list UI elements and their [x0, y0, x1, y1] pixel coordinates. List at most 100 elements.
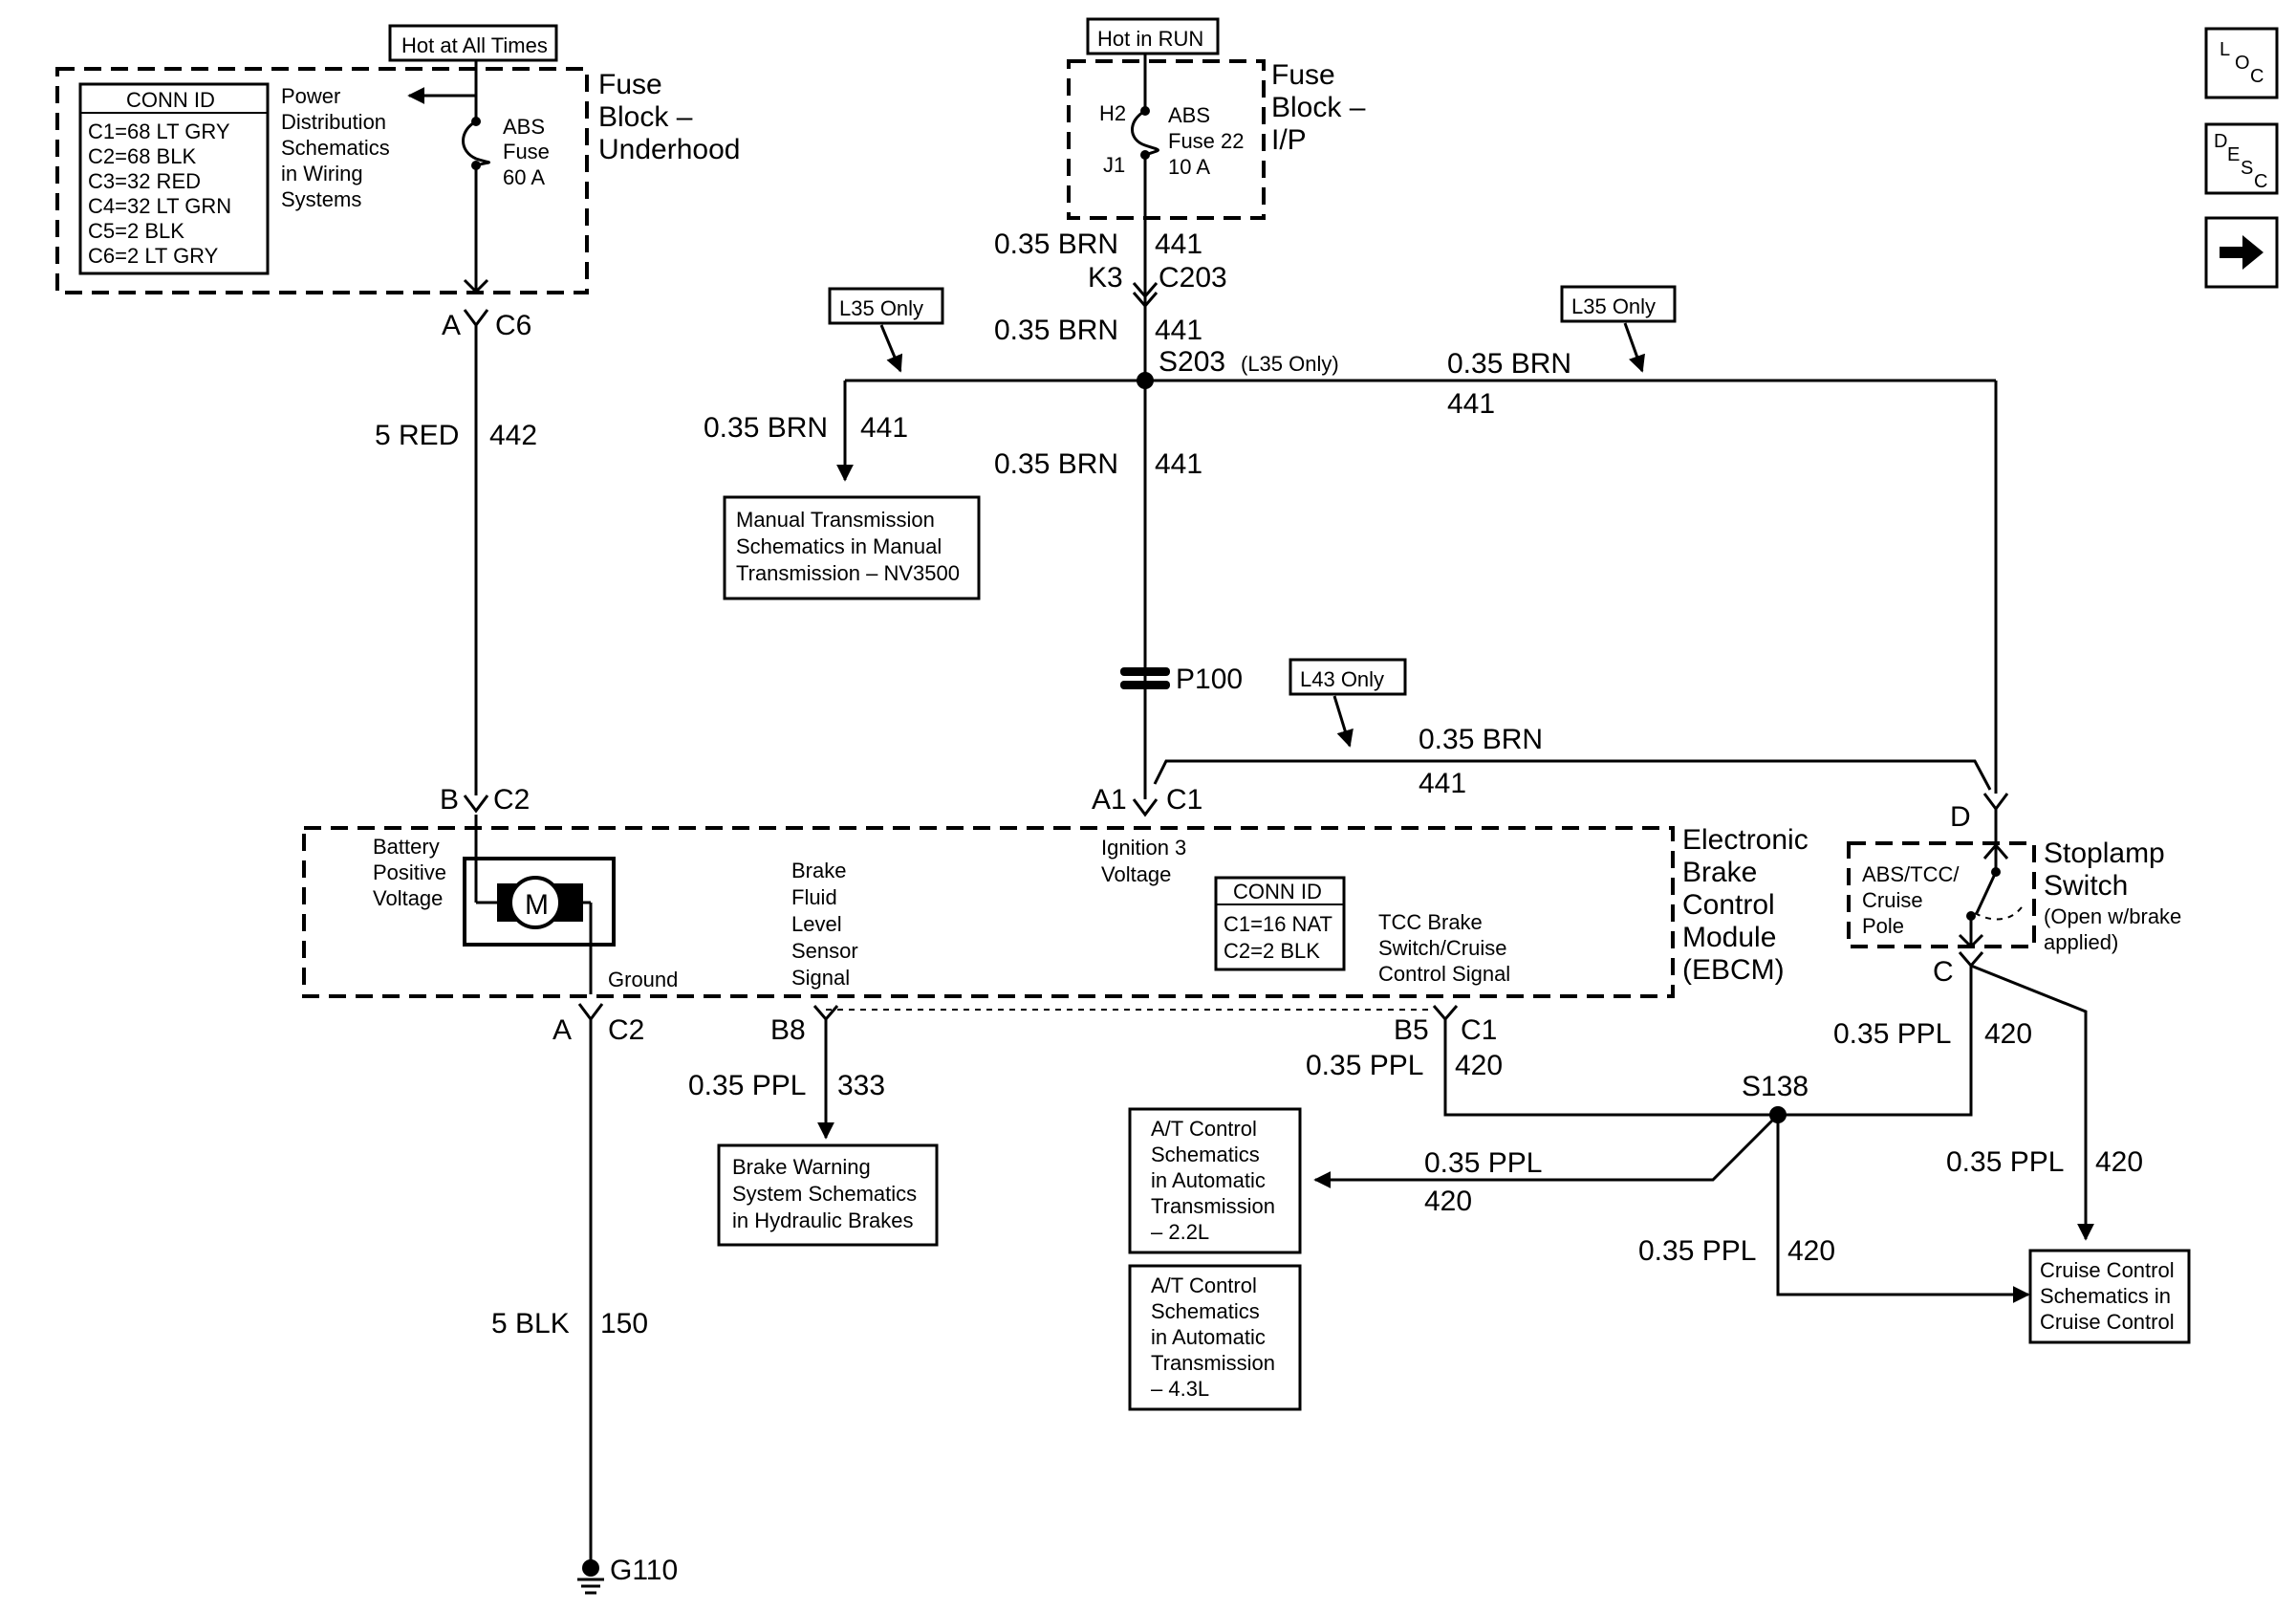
motor-icon	[509, 876, 562, 929]
connector-p100: P100	[1120, 664, 1243, 695]
wire-420-main	[1443, 966, 1973, 1117]
stoplamp-note1: (Open w/brake	[2044, 904, 2181, 928]
ebcm-a-conn: C2	[608, 1014, 644, 1046]
next-button[interactable]	[2204, 216, 2279, 289]
brake-warning-line2: System Schematics	[732, 1182, 917, 1206]
ebcm-a-pin: A	[552, 1014, 572, 1046]
wire-442-circuit: 442	[489, 420, 537, 451]
ebcm-conn-id-c2: C2=2 BLK	[1224, 939, 1320, 963]
connector-a-c2: A C2	[552, 1003, 644, 1046]
manual-trans-line2: Schematics in Manual	[736, 534, 942, 558]
wire-333-gauge: 0.35 PPL	[688, 1070, 806, 1101]
fuse-block-ip-title1: Fuse	[1271, 59, 1335, 91]
tcc-line3: Control Signal	[1378, 962, 1510, 986]
battery-label3: Voltage	[373, 886, 443, 910]
brake-warning-line1: Brake Warning	[732, 1155, 871, 1179]
ebcm-conn-id-table	[1214, 876, 1346, 971]
loc-c: C	[2250, 66, 2264, 87]
ebcm-title3: Control	[1682, 889, 1775, 921]
at22-line4: Transmission	[1151, 1194, 1275, 1218]
wire-150-gauge: 5 BLK	[491, 1308, 570, 1339]
battery-label1: Battery	[373, 835, 440, 859]
l35-right-label: L35 Only	[1571, 294, 1656, 318]
b5-pin: B5	[1394, 1014, 1429, 1046]
wire-441-a-gauge: 0.35 BRN	[994, 229, 1118, 260]
ref-at-43l[interactable]: A/T Control Schematics in Automatic Tran…	[1128, 1264, 1302, 1411]
l35-left-label: L35 Only	[839, 296, 923, 320]
wire-420-at	[1313, 1113, 1780, 1188]
c6-pin: A	[442, 310, 461, 341]
stoplamp-switch: D ABS/TCC/ Cruise Pole Stoplamp Switch (…	[1847, 793, 2181, 988]
hot-in-run-tag	[1086, 17, 1220, 55]
wire-420-s138-gauge: 0.35 PPL	[1638, 1235, 1756, 1267]
desc-e: E	[2227, 144, 2240, 165]
ebcm-a1-pin: A1	[1092, 784, 1127, 816]
ref-brake-warning[interactable]: Brake Warning System Schematics in Hydra…	[717, 1143, 939, 1247]
s138-label: S138	[1742, 1071, 1809, 1102]
ref-at-22l[interactable]: A/T Control Schematics in Automatic Tran…	[1128, 1107, 1302, 1254]
desc-button[interactable]: D E S C	[2204, 122, 2279, 195]
fuse-block-underhood-outline	[55, 67, 589, 294]
wire-420-b5-gauge: 0.35 PPL	[1306, 1050, 1423, 1081]
s203-note: (L35 Only)	[1241, 352, 1339, 376]
wire-420-cruise-gauge: 0.35 PPL	[1946, 1146, 2064, 1178]
brake-fluid-line2: Fluid	[791, 885, 837, 909]
hot-at-all-times-label: Hot at All Times	[401, 33, 548, 57]
abs-fuse-label2: Fuse	[503, 140, 550, 163]
at43-line4: Transmission	[1151, 1351, 1275, 1375]
stoplamp-pin-d: D	[1950, 801, 1971, 833]
stoplamp-title1: Stoplamp	[2044, 838, 2165, 869]
ebcm-module: B C2 A1 C1 Battery Positive Voltage M Gr…	[302, 784, 1809, 998]
wire-441-left-gauge: 0.35 BRN	[704, 412, 828, 444]
ebcm-conn-id-title: CONN ID	[1233, 880, 1322, 903]
at43-line1: A/T Control	[1151, 1274, 1257, 1297]
brake-fluid-line4: Sensor	[791, 939, 858, 963]
wire-420-c-gauge: 0.35 PPL	[1833, 1018, 1951, 1050]
fuse-block-underhood-title1: Fuse	[598, 69, 662, 100]
b8-pin: B8	[770, 1014, 806, 1046]
ref-manual-transmission[interactable]: Manual Transmission Schematics in Manual…	[723, 495, 981, 600]
pds-ref-line1: Power	[281, 84, 340, 108]
ebcm-b-pin: B	[440, 784, 459, 816]
wire-441-l43-circuit: 441	[1419, 768, 1466, 799]
ebcm-conn-id-c1: C1=16 NAT	[1224, 912, 1332, 936]
option-l43: L43 Only	[1289, 658, 1407, 748]
manual-trans-line3: Transmission – NV3500	[736, 561, 960, 585]
wire-420-c-circuit: 420	[1984, 1018, 2032, 1050]
ebcm-b-conn: C2	[493, 784, 530, 816]
wire-441-down-gauge: 0.35 BRN	[994, 448, 1118, 480]
ebcm-outline	[302, 826, 1675, 998]
fuse-block-ip-title3: I/P	[1271, 124, 1307, 156]
p100-label: P100	[1176, 664, 1243, 695]
fuse-60a-symbol	[462, 96, 490, 167]
arrow-right-icon	[2220, 235, 2264, 270]
pds-ref-line5: Systems	[281, 187, 361, 211]
battery-label2: Positive	[373, 860, 446, 884]
wire-420-cruise-circuit: 420	[2095, 1146, 2143, 1178]
desc-s: S	[2241, 158, 2253, 179]
wire-420-s138-circuit: 420	[1787, 1235, 1835, 1267]
desc-c: C	[2254, 171, 2267, 192]
pds-ref-line3: Schematics	[281, 136, 390, 160]
wire-420-cruise	[1970, 964, 2094, 1241]
stoplamp-title2: Switch	[2044, 870, 2128, 902]
fuse-block-underhood-title3: Underhood	[598, 134, 740, 165]
conn-id-table	[78, 82, 270, 275]
fuse-block-underhood: Hot at All Times CONN ID C1=68 LT GRY C2…	[55, 24, 740, 294]
manual-trans-line1: Manual Transmission	[736, 508, 935, 532]
fuse-block-ip-title2: Block –	[1271, 92, 1366, 123]
g110-label: G110	[610, 1555, 678, 1586]
at22-line2: Schematics	[1151, 1143, 1260, 1166]
ground-g110: G110	[577, 1555, 678, 1595]
wire-441-a-circuit: 441	[1155, 229, 1202, 260]
loc-l: L	[2220, 39, 2230, 60]
loc-button[interactable]: L O C	[2204, 27, 2279, 99]
s203-name: S203	[1159, 346, 1225, 378]
ref-cruise-control[interactable]: Cruise Control Schematics in Cruise Cont…	[2028, 1249, 2191, 1344]
cruise-line3: Cruise Control	[2040, 1310, 2175, 1334]
at22-line5: – 2.2L	[1151, 1220, 1209, 1244]
fuse-22-label3: 10 A	[1168, 155, 1210, 179]
cruise-line2: Schematics in	[2040, 1284, 2171, 1308]
brake-fluid-line3: Level	[791, 912, 842, 936]
